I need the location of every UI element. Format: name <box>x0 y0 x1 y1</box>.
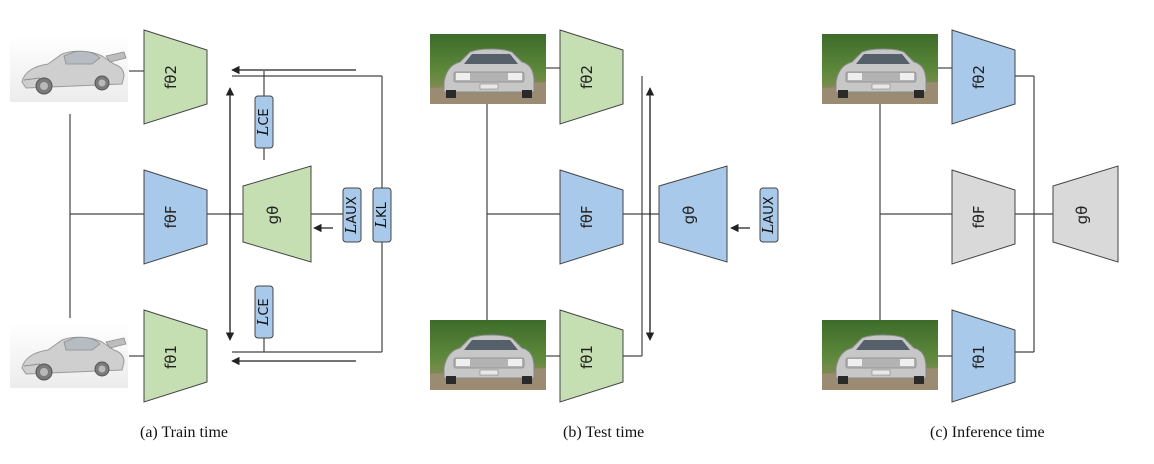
caption-inference-time: (c) Inference time <box>930 424 1045 441</box>
g-theta-label-inference: gθ <box>1073 206 1091 225</box>
f-theta2-label-inference: fθ2 <box>970 65 988 89</box>
rendered-car-image-bottom <box>9 321 129 389</box>
head-g-theta-train <box>242 165 312 263</box>
loss-kl-box <box>372 187 392 243</box>
loss-kl-label: LKL <box>372 201 390 228</box>
loss-ce-top-box <box>254 95 274 149</box>
encoder-f-theta2-train <box>143 29 208 125</box>
loss-ce-top-label: LCE <box>254 108 272 136</box>
caption-test-time: (b) Test time <box>563 424 645 441</box>
encoder-f-theta2-inference <box>951 29 1016 125</box>
f-thetaF-label-test: fθF <box>578 205 596 228</box>
encoder-f-theta1-train <box>143 309 208 403</box>
real-car-photo-bottom-inference <box>821 319 939 391</box>
f-theta1-label-inference: fθ1 <box>970 345 988 369</box>
rendered-car-image-top <box>9 35 129 103</box>
f-theta2-label-test: fθ2 <box>578 65 596 89</box>
loss-aux-train-label: LAUX <box>342 196 360 234</box>
panel-inference-time: fθ2 fθF fθ1 gθ <box>821 29 1119 403</box>
f-theta1-label-train: fθ1 <box>162 345 180 369</box>
g-theta-label-test: gθ <box>680 206 698 225</box>
connectors-inference <box>879 67 1053 357</box>
loss-ce-bottom-label: LCE <box>254 298 272 326</box>
f-thetaF-label-inference: fθF <box>970 205 988 228</box>
head-g-theta-inference <box>1052 165 1119 263</box>
loss-aux-test-label: LAUX <box>759 196 777 234</box>
f-thetaF-label-train: fθF <box>162 205 180 228</box>
g-theta-label-train: gθ <box>264 206 282 225</box>
encoder-f-thetaF-inference <box>951 169 1016 265</box>
encoder-f-theta1-test <box>559 309 624 403</box>
loss-ce-bottom-box <box>254 285 274 339</box>
caption-train-time: (a) Train time <box>140 424 228 441</box>
f-theta1-label-test: fθ1 <box>578 345 596 369</box>
encoder-f-theta2-test <box>559 29 624 125</box>
f-theta2-label-train: fθ2 <box>162 65 180 89</box>
arrows-test <box>645 87 750 341</box>
real-car-photo-top-inference <box>821 33 939 105</box>
encoder-f-theta1-inference <box>951 309 1016 403</box>
encoder-f-thetaF-train <box>143 169 208 265</box>
loss-aux-train-box <box>342 187 362 243</box>
loss-aux-test-box <box>759 187 779 243</box>
real-car-photo-bottom-test <box>429 319 547 391</box>
connectors-test <box>486 67 659 357</box>
head-g-theta-test <box>658 165 728 263</box>
panel-test-time: fθ2 fθF fθ1 gθ LAUX <box>429 29 779 403</box>
connectors-train <box>69 70 383 357</box>
panel-train-time: fθ2 fθF fθ1 gθ LCE LCE LAUX LKL <box>9 29 392 403</box>
real-car-photo-top-test <box>429 33 547 105</box>
arrows-train <box>225 65 356 366</box>
encoder-f-thetaF-test <box>559 169 624 265</box>
